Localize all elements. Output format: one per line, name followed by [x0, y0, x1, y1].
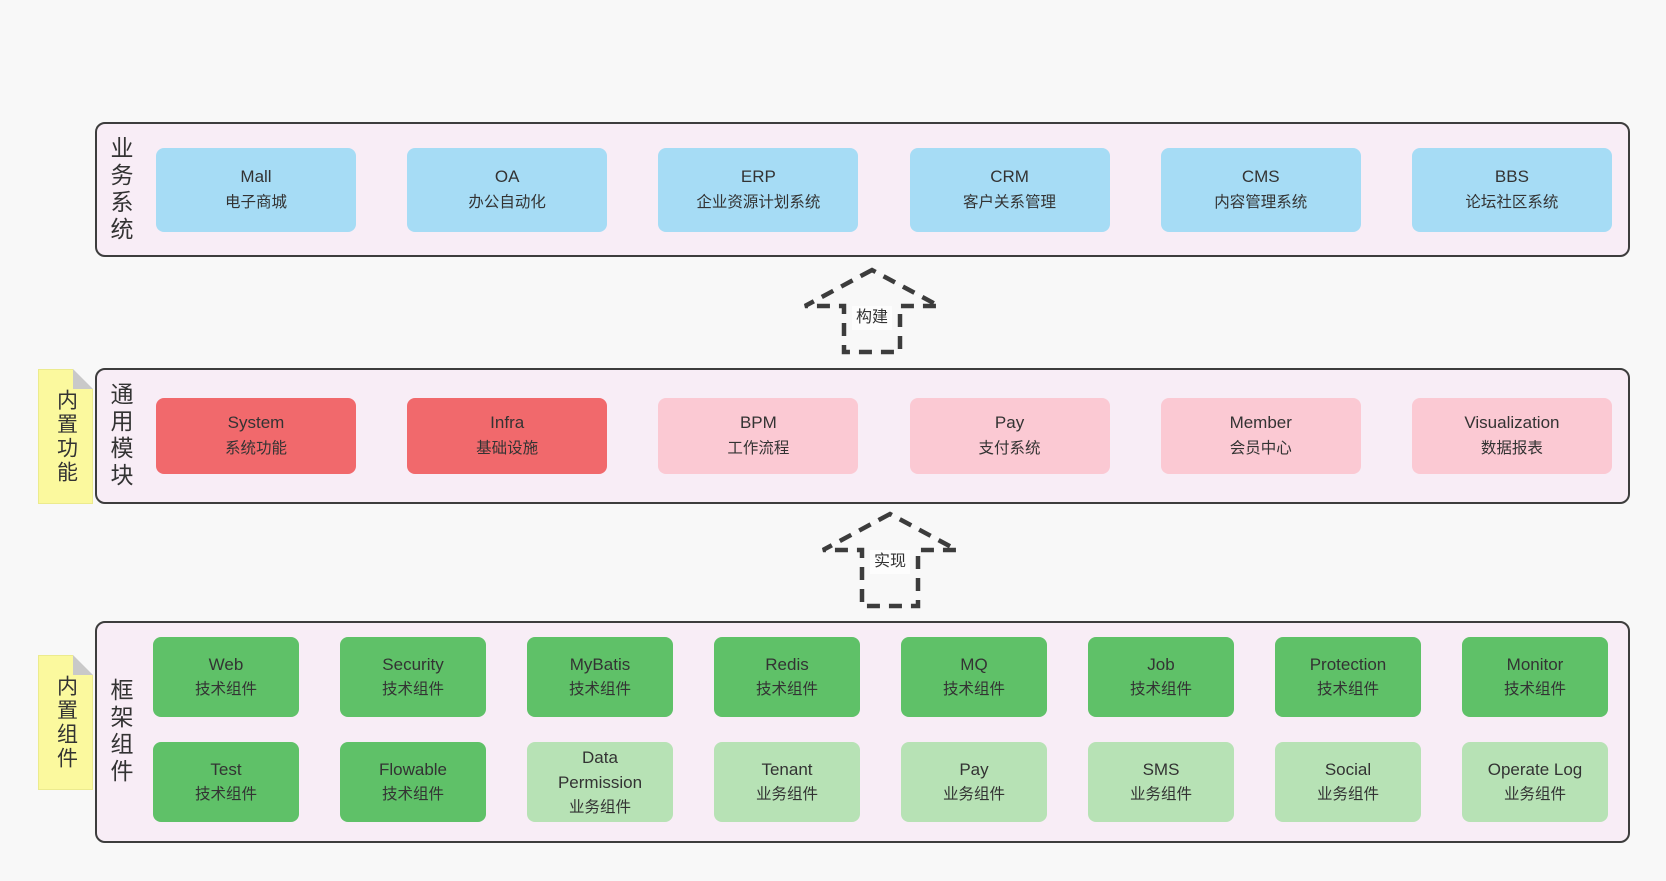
- box-subtitle: 技术组件: [194, 681, 257, 698]
- box-title: CMS: [1241, 167, 1280, 186]
- box-subtitle: 论坛社区系统: [1465, 194, 1559, 211]
- box-title: SMS: [1142, 760, 1180, 779]
- box-title: Job: [1147, 655, 1175, 674]
- box-subtitle: 电子商城: [224, 194, 287, 211]
- box-title: Mall: [240, 167, 272, 186]
- box-title: Security: [382, 655, 444, 674]
- box-subtitle: 业务组件: [568, 798, 631, 816]
- box-title: Visualization: [1464, 413, 1560, 432]
- box-social: Social 业务组件: [1275, 742, 1421, 822]
- box-title: Social: [1324, 760, 1372, 779]
- box-title: BPM: [739, 413, 777, 432]
- framework-components-panel: 框架组件 Web 技术组件 Security 技术组件 MyBatis 技术组件…: [95, 621, 1630, 843]
- box-operate-log: Operate Log 业务组件: [1462, 742, 1608, 822]
- box-subtitle: 技术组件: [1129, 681, 1192, 698]
- box-member: Member 会员中心: [1160, 398, 1361, 474]
- box-subtitle: 系统功能: [224, 440, 287, 457]
- box-title: Monitor: [1506, 655, 1564, 674]
- box-title: BBS: [1494, 167, 1529, 186]
- box-title: Test: [210, 760, 242, 779]
- box-subtitle: 会员中心: [1229, 440, 1292, 457]
- box-subtitle: 技术组件: [194, 786, 257, 803]
- box-subtitle: 业务组件: [942, 786, 1005, 803]
- common-modules-panel: 通用模块 System 系统功能 Infra 基础设施 BPM 工作流程 Pay…: [95, 368, 1630, 504]
- box-title: Member: [1229, 413, 1292, 432]
- box-title: Redis: [765, 655, 809, 674]
- box-data-permission: Data Permission 业务组件: [527, 742, 673, 822]
- box-monitor: Monitor 技术组件: [1462, 637, 1608, 717]
- box-title: Data Permission: [557, 747, 643, 792]
- implement-arrow-label: 实现: [869, 550, 911, 574]
- box-pay: Pay 支付系统: [909, 398, 1110, 474]
- box-cms: CMS 内容管理系统: [1160, 148, 1361, 232]
- box-subtitle: 技术组件: [755, 681, 818, 698]
- business-systems-row: Mall 电子商城 OA 办公自动化 ERP 企业资源计划系统 CRM 客户关系…: [156, 148, 1612, 232]
- box-subtitle: 办公自动化: [468, 194, 546, 211]
- built-in-features-sticky-note: 内置功能: [38, 369, 93, 504]
- business-systems-panel: 业务系统 Mall 电子商城 OA 办公自动化 ERP 企业资源计划系统 CRM…: [95, 122, 1630, 257]
- box-infra: Infra 基础设施: [407, 398, 608, 474]
- box-title: MQ: [960, 655, 988, 674]
- box-oa: OA 办公自动化: [407, 148, 608, 232]
- box-protection: Protection 技术组件: [1275, 637, 1421, 717]
- box-pay-component: Pay 业务组件: [901, 742, 1047, 822]
- box-title: CRM: [990, 167, 1029, 186]
- box-title: Operate Log: [1487, 760, 1583, 779]
- box-title: Flowable: [378, 760, 448, 779]
- built-in-components-sticky-note: 内置组件: [38, 655, 93, 790]
- business-systems-label: 业务系统: [107, 135, 133, 244]
- box-title: Web: [208, 655, 244, 674]
- box-subtitle: 支付系统: [978, 440, 1041, 457]
- build-arrow-label: 构建: [851, 306, 893, 330]
- box-redis: Redis 技术组件: [714, 637, 860, 717]
- box-subtitle: 内容管理系统: [1214, 194, 1308, 211]
- framework-row-1: Web 技术组件 Security 技术组件 MyBatis 技术组件 Redi…: [153, 637, 1608, 717]
- box-subtitle: 技术组件: [1316, 681, 1379, 698]
- box-subtitle: 技术组件: [1503, 681, 1566, 698]
- box-bbs: BBS 论坛社区系统: [1411, 148, 1612, 232]
- box-mall: Mall 电子商城: [156, 148, 356, 232]
- box-web: Web 技术组件: [153, 637, 299, 717]
- box-subtitle: 业务组件: [755, 786, 818, 803]
- box-erp: ERP 企业资源计划系统: [658, 148, 859, 232]
- box-title: Pay: [959, 760, 989, 779]
- box-title: OA: [494, 167, 520, 186]
- framework-components-label: 框架组件: [107, 678, 133, 786]
- box-subtitle: 技术组件: [942, 681, 1005, 698]
- box-title: MyBatis: [569, 655, 631, 674]
- box-subtitle: 业务组件: [1503, 786, 1566, 803]
- box-test: Test 技术组件: [153, 742, 299, 822]
- box-job: Job 技术组件: [1088, 637, 1234, 717]
- box-flowable: Flowable 技术组件: [340, 742, 486, 822]
- box-title: Pay: [994, 413, 1025, 432]
- box-subtitle: 技术组件: [381, 786, 444, 803]
- framework-row-2: Test 技术组件 Flowable 技术组件 Data Permission …: [153, 742, 1608, 822]
- box-subtitle: 数据报表: [1480, 440, 1543, 457]
- box-subtitle: 基础设施: [476, 440, 539, 457]
- box-tenant: Tenant 业务组件: [714, 742, 860, 822]
- box-subtitle: 技术组件: [568, 681, 631, 698]
- box-crm: CRM 客户关系管理: [909, 148, 1110, 232]
- box-subtitle: 客户关系管理: [963, 194, 1057, 211]
- box-mybatis: MyBatis 技术组件: [527, 637, 673, 717]
- box-subtitle: 工作流程: [727, 440, 790, 457]
- box-visualization: Visualization 数据报表: [1411, 398, 1612, 474]
- box-subtitle: 技术组件: [381, 681, 444, 698]
- box-subtitle: 业务组件: [1129, 786, 1192, 803]
- box-bpm: BPM 工作流程: [658, 398, 859, 474]
- box-sms: SMS 业务组件: [1088, 742, 1234, 822]
- common-modules-label: 通用模块: [107, 382, 133, 490]
- box-title: System: [227, 413, 285, 432]
- common-modules-row: System 系统功能 Infra 基础设施 BPM 工作流程 Pay 支付系统…: [156, 398, 1612, 474]
- box-title: Tenant: [761, 760, 813, 779]
- box-title: Infra: [490, 413, 525, 432]
- box-title: ERP: [740, 167, 776, 186]
- box-title: Protection: [1309, 655, 1387, 674]
- box-system: System 系统功能: [156, 398, 356, 474]
- box-security: Security 技术组件: [340, 637, 486, 717]
- box-subtitle: 业务组件: [1316, 786, 1379, 803]
- box-mq: MQ 技术组件: [901, 637, 1047, 717]
- box-subtitle: 企业资源计划系统: [696, 194, 821, 211]
